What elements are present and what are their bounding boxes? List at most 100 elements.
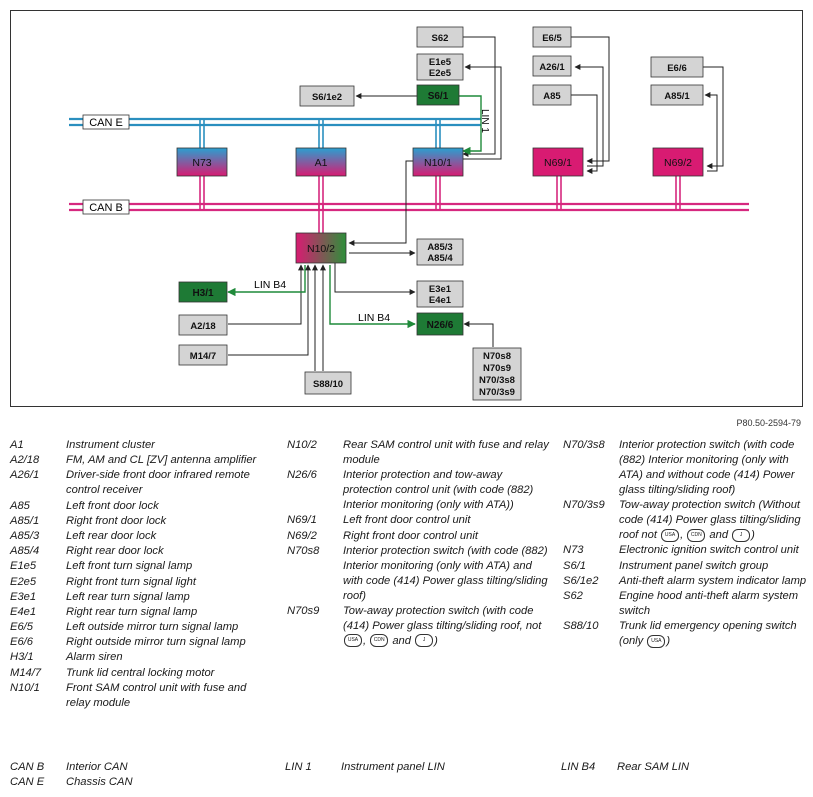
box-s6-1 <box>416 84 460 106</box>
legend-desc: Alarm siren <box>66 650 123 665</box>
legend-code: S6/1 <box>563 559 587 572</box>
legend-code: E6/6 <box>10 636 34 649</box>
legend-code: H3/1 <box>10 651 34 664</box>
can-b-bus <box>69 202 749 212</box>
legend-desc: Tow-away protection switch (Without code… <box>619 499 801 542</box>
legend-code: S6/1e2 <box>563 574 599 587</box>
box-n10-1-label: N10/1 <box>424 157 452 169</box>
box-a85-1-label: A85/1 <box>664 91 690 102</box>
legend-desc: Instrument panel switch group <box>619 559 768 574</box>
box-a2-18-label: A2/18 <box>190 321 215 332</box>
box-s62 <box>416 26 464 48</box>
legend-desc: Left rear door lock <box>66 529 156 544</box>
legend-code: N69/2 <box>287 529 317 542</box>
legend-desc: Interior protection and tow-away protect… <box>343 468 549 513</box>
legend-code: A85 <box>10 499 30 512</box>
legend-desc-text: Instrument cluster <box>66 439 155 451</box>
box-n70s9-label: N70s9 <box>483 363 511 374</box>
legend-code: N69/1 <box>287 514 317 527</box>
box-a26-1 <box>532 55 572 77</box>
legend-desc-text: Right rear turn signal lamp <box>66 605 198 618</box>
legend-code: S88/10 <box>563 620 599 633</box>
box-e6-6 <box>650 56 704 78</box>
legend-desc: Right front door lock <box>66 514 166 529</box>
legend-desc-text: Instrument panel switch group <box>619 559 769 572</box>
linb4-label-top: LIN B4 <box>254 279 286 291</box>
country-code-symbol: CDN <box>687 528 706 542</box>
box-e3e1-e4e1 <box>416 280 464 308</box>
box-n10-2-label: N10/2 <box>307 243 335 255</box>
legend-desc-text: Left front door control unit <box>343 514 471 527</box>
country-code-symbol: USA <box>661 528 680 542</box>
legend-code: A85/3 <box>10 529 40 542</box>
box-a85-1 <box>650 84 704 106</box>
can-b-label: CAN B <box>89 202 123 214</box>
legend-desc-text: Interior protection switch (with code (8… <box>343 544 548 602</box>
legend-desc-text: Interior protection switch (with code (8… <box>619 439 795 496</box>
legend-item: E2e5 Right front turn signal light <box>10 575 272 590</box>
box-n10-2 <box>295 232 347 264</box>
box-n69-1 <box>532 147 584 177</box>
legend-desc: Electronic ignition switch control unit <box>619 543 799 558</box>
legend-item: A85/3 Left rear door lock <box>10 529 272 544</box>
legend-desc: Right front turn signal light <box>66 575 196 590</box>
box-a1 <box>295 147 347 177</box>
legend-desc: Right rear turn signal lamp <box>66 605 197 620</box>
legend-desc-text: Left rear door lock <box>66 529 157 542</box>
legend-desc: Right outside mirror turn signal lamp <box>66 635 246 650</box>
legend-code: E2e5 <box>10 575 37 588</box>
box-a1-label: A1 <box>315 157 328 169</box>
legend-item: E6/6 Right outside mirror turn signal lam… <box>10 635 272 650</box>
box-s6-1e2-label: S6/1e2 <box>312 92 342 103</box>
legend-code: N70s8 <box>287 544 320 557</box>
legend-code: A85/4 <box>10 545 40 558</box>
box-n10-1 <box>412 147 464 177</box>
legend-code: A2/18 <box>10 454 40 467</box>
legend-code: A26/1 <box>10 469 40 482</box>
legend-item: A1 Instrument cluster <box>10 438 272 453</box>
legend-code: M14/7 <box>10 666 42 679</box>
legend-desc-text: Left front door lock <box>66 499 159 512</box>
lin-wires <box>227 95 482 329</box>
box-e6-5-label: E6/5 <box>542 33 562 44</box>
legend-desc: Interior protection switch (with code (8… <box>343 544 549 604</box>
legend-desc-text: Right front door lock <box>66 514 167 527</box>
can-e-drops <box>199 119 441 148</box>
lin1-label: LIN 1 <box>479 109 490 133</box>
reference-number: P80.50-2594-79 <box>736 418 801 428</box>
legend-desc-text: Tow-away protection switch (with code (4… <box>343 604 542 632</box>
box-n69-2 <box>652 147 704 177</box>
box-e6-5 <box>532 26 572 48</box>
box-n70s8-label: N70s8 <box>483 351 511 362</box>
legend-code: S62 <box>563 589 583 602</box>
bus-legend-desc: Instrument panel LIN <box>341 761 445 773</box>
box-n26-6 <box>416 312 464 336</box>
legend-desc-text: Right front door control unit <box>343 529 478 542</box>
legend-desc: Left outside mirror turn signal lamp <box>66 620 238 635</box>
legend-item: N69/2 Right front door control unit <box>287 529 549 544</box>
legend-code: A1 <box>10 439 24 451</box>
can-b-drops <box>199 176 681 233</box>
box-s6-1-label: S6/1 <box>428 91 449 102</box>
box-s88-10-label: S88/10 <box>313 379 343 390</box>
country-code-symbol: USA <box>647 634 666 648</box>
legend-desc: Right front door control unit <box>343 529 478 544</box>
box-a85-3-label: A85/3 <box>427 242 452 253</box>
legend-desc-text: Right outside mirror turn signal lamp <box>66 636 246 649</box>
can-e-bus <box>69 117 481 127</box>
box-s88-10 <box>304 371 352 395</box>
